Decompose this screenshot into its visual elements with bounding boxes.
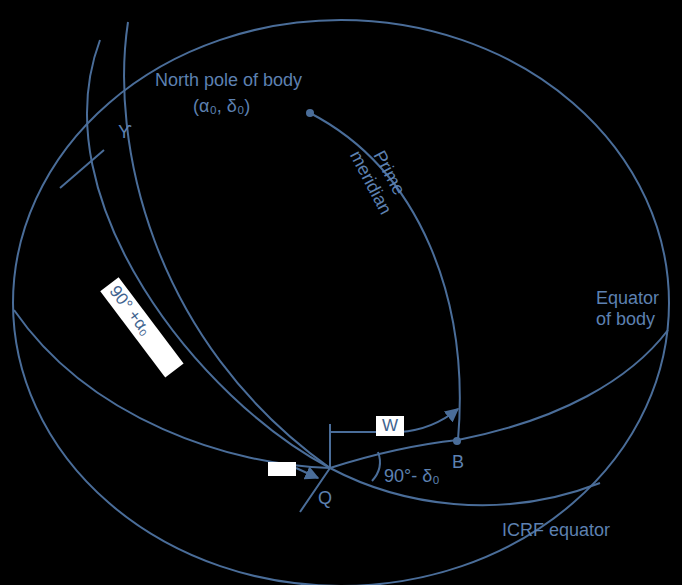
text-label: 90°- δ₀ [384,466,440,487]
text-label: Equator of body [596,288,676,329]
text-label: B [452,452,464,473]
box-text: W [382,417,398,436]
angle-arc [372,452,380,481]
icrf-equator-line [87,40,600,505]
b-dot [453,437,461,445]
text-label: ICRF equator [502,520,610,541]
text-label: Q [318,488,332,509]
equinox-tick [60,150,104,188]
prime-meridian-line [310,113,460,440]
q-arrow [296,468,318,478]
text-label: (α₀, δ₀) [193,96,250,117]
pole-dot [306,109,314,117]
back-arc [14,310,330,468]
body-equator-line [124,22,668,468]
box-text: 90° +α₀ [105,282,154,339]
arrow-tag [268,462,296,476]
text-label: Prime meridian [343,133,417,223]
text-label: North pole of body [155,70,302,91]
celestial-sphere [13,20,669,585]
w-label-box: W [376,416,404,437]
text-label: ϒ [118,122,132,143]
